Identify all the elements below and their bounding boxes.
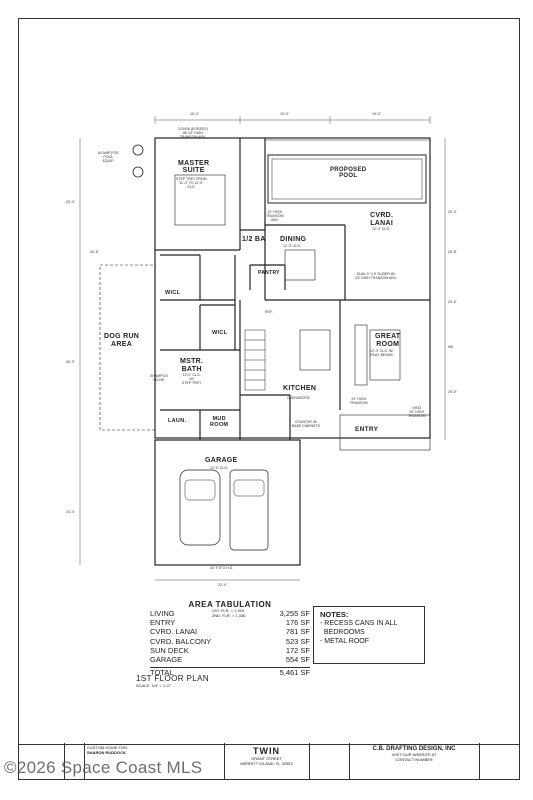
area-row-name: Sun Deck [150,645,189,655]
room-garage: GARAGE [205,457,238,464]
dim-right-2: 26'-8" [448,250,457,254]
room-master-suite: MASTER SUITE [178,160,210,174]
plan-scale: SCALE: 1/4" = 1'-0" [136,683,171,688]
area-tabulation-total: TOTAL 5,461 SF [150,667,310,677]
dim-left-4: 24'-4" [66,510,75,514]
title-block-client: CUSTOM HOME FOR: SHARON RUDDOCK [84,743,225,779]
total-value: 5,461 SF [279,668,310,678]
note-refr: REF. [265,310,273,314]
dim-right-3: 20'-6" [448,300,457,304]
room-great-room-note: 12'-0" CLG. W/ FAUX BEAMS [370,349,394,357]
area-row: Cvrd. Balcony 523 SF [150,637,310,646]
note-egress: 3-SH26 (EGRESS) W/ 24" HIGH TRANSOM ABV. [178,127,208,139]
dim-top-2: 15'-0" [280,112,289,116]
room-entry: ENTRY [355,426,379,433]
note-dual-slider: DUAL 9' X 8' SLIDER W/ 24" HIGH TRANSOM … [355,272,397,280]
area-row: Living 1ST. FLR. = 1,919 2ND. FLR. = 1,33… [150,608,310,618]
area-row-detail: 1ST. FLR. = 1,919 2ND. FLR. = 1,336 [211,608,246,618]
client-name: SHARON RUDDOCK [87,750,126,755]
area-row-value: 523 SF [285,636,310,646]
address-line: GRANT STREET [251,756,282,761]
title-block-cell-2 [64,743,85,779]
firm-contact: CONTACT NUMBER [395,757,433,762]
note-hb: HB [448,345,453,349]
area-row-value: 554 SF [285,655,310,665]
room-great-room: GREAT ROOM [375,333,401,348]
area-tabulation: AREA TABULATION Living 1ST. FLR. = 1,919 … [150,600,310,677]
room-laun: LAUN. [168,418,187,424]
note-counter: COUNTER W/ BASE CABINETS [292,420,320,428]
area-tabulation-title: AREA TABULATION [188,600,272,609]
plan-title: 1ST FLOOR PLAN [136,674,210,683]
room-garage-note: 12'-0" CLG. [210,466,229,470]
area-tabulation-rows: Living 1ST. FLR. = 1,919 2ND. FLR. = 1,33… [150,608,310,664]
note-shampoo: SHAMPOO NICHE [150,374,168,382]
room-dining-note: 12'-0" CLG. [283,244,302,248]
area-row-value: 176 SF [285,618,310,628]
room-mud-room: MUD ROOM [210,416,229,428]
dim-top-3: 19'-4" [372,112,381,116]
area-row-name: Garage [150,655,183,665]
area-dog-run: DOG RUN AREA [104,333,140,348]
note-pool-equip: 60 AMP FOR POOL EQUIP. [98,151,119,163]
note-transom: 24" HIGH TRANSOM ABV. [266,210,284,222]
dim-top-1: 15'-4" [190,112,199,116]
room-kitchen: KITCHEN [283,385,317,392]
room-cvrd-lanai-note: 12'-0" CLG. [372,227,391,231]
custom-home-label: CUSTOM HOME FOR: [87,745,129,750]
note-transom-2: 24" HIGH TRANSOM [350,397,368,405]
dim-bottom-garage: 22'-4" [218,583,227,587]
dim-left-1: 25'-4" [66,200,75,204]
total-label: TOTAL [150,668,174,678]
notes-box: NOTES: - RECESS CANS IN ALL BEDROOMS - M… [313,606,425,664]
notes-item-3: - METAL ROOF [320,638,369,645]
title-block-builder: TWIN GRANT STREET MERRITT ISLAND, FL 329… [224,743,310,779]
builder-logo: TWIN [253,746,280,756]
area-row-value: 781 SF [285,627,310,637]
area-row-value: 3,255 SF [279,609,310,618]
watermark: ©2026 Space Coast MLS [4,758,203,777]
area-row-name: Cvrd. Balcony [150,636,212,646]
firm-name: C.B. DRAFTING DESIGN, INC [372,746,456,752]
title-block-cell-1 [19,743,65,779]
room-master-suite-note: STEP TREY FROM 11'-0" TO 12'-0" CLG. [176,177,207,189]
room-cvrd-lanai: CVRD. LANAI [370,212,394,227]
notes-item-1: - RECESS CANS IN ALL [320,620,398,627]
title-block-cell-4 [309,743,350,779]
area-row-name: Entry [150,618,176,628]
area-row: Cvrd. Lanai 781 SF [150,627,310,636]
dim-right-1: 25'-4" [448,210,457,214]
title-block-cell-6 [479,743,519,779]
area-row-name: Cvrd. Lanai [150,627,198,637]
room-pantry: PANTRY [258,270,280,276]
title-block: CUSTOM HOME FOR: SHARON RUDDOCK TWIN GRA… [18,743,520,780]
room-mstr-bath: MSTR. BATH [180,358,204,373]
area-row: Entry 176 SF [150,618,310,627]
drawing-sheet-border [18,18,520,745]
room-dining: DINING [280,236,307,243]
note-oven: OVEN/MICRO [287,396,310,400]
area-row: Garage 554 SF [150,655,310,664]
room-wicl-1: WICL [165,290,181,296]
address-city: MERRITT ISLAND, FL 32953 [240,761,293,766]
room-half-bath: 1/2 BA [242,236,266,243]
area-row-value: 172 SF [285,645,310,655]
notes-item-2: BEDROOMS [320,629,365,636]
note-garage-door: 16' X 8' O.H.D. [210,566,234,570]
notes-title: NOTES: [320,610,349,619]
title-block-firm: C.B. DRAFTING DESIGN, INC VISIT OUR WEBS… [349,743,480,779]
room-wicl-2: WICL [212,330,228,336]
room-proposed-pool: PROPOSED POOL [330,167,367,179]
area-row: Sun Deck 172 SF [150,646,310,655]
dim-right-4: 25'-0" [448,390,457,394]
dim-left-3: 40'-6" [90,250,99,254]
dim-left-2: 36'-0" [66,360,75,364]
note-sh33: SH33 24" HIGH TRANSOM [408,406,426,418]
firm-tagline: VISIT OUR WEBSITE AT [391,752,437,757]
room-mstr-bath-note: 12'-0" CLG. W/ STEP TREY [182,373,202,385]
area-row-name: Living [150,609,175,618]
